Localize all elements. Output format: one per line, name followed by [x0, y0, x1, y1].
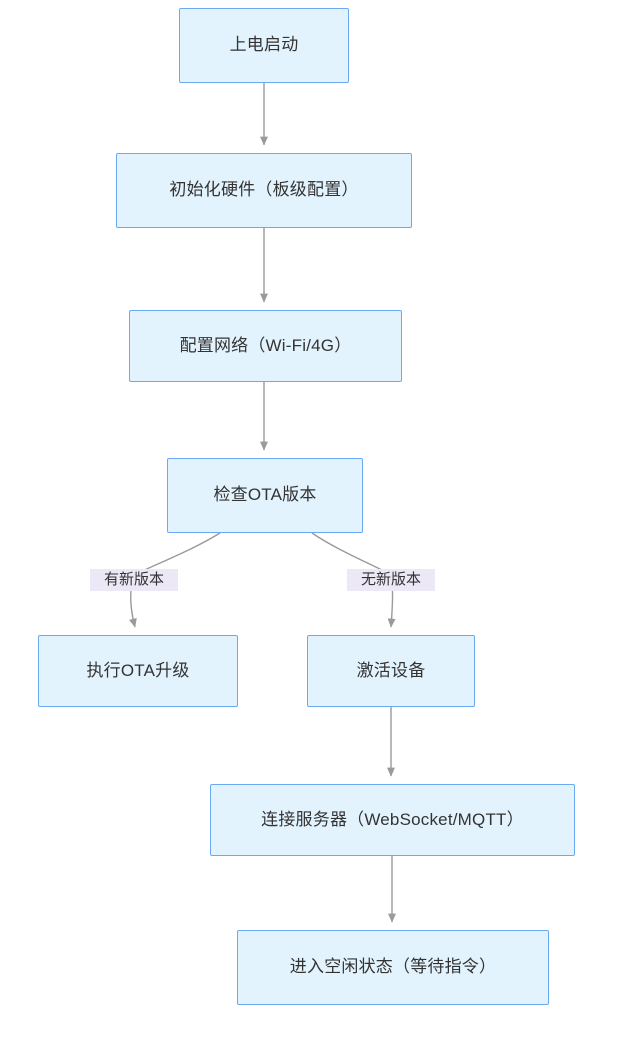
node-label-connect: 连接服务器（WebSocket/MQTT） [261, 809, 524, 829]
node-config-network[interactable]: 配置网络（Wi-Fi/4G） [129, 310, 402, 382]
node-label-do-ota: 执行OTA升级 [86, 660, 190, 680]
node-connect[interactable]: 连接服务器（WebSocket/MQTT） [210, 784, 575, 856]
node-activate[interactable]: 激活设备 [307, 635, 475, 707]
edge-label-has-new-version: 有新版本 [90, 569, 178, 591]
node-idle[interactable]: 进入空闲状态（等待指令） [237, 930, 549, 1005]
node-label-init-hardware: 初始化硬件（板级配置） [169, 180, 359, 200]
node-label-power-on: 上电启动 [229, 35, 299, 55]
node-label-activate: 激活设备 [356, 660, 426, 680]
node-label-config-network: 配置网络（Wi-Fi/4G） [179, 335, 352, 355]
node-power-on[interactable]: 上电启动 [179, 8, 349, 83]
node-label-idle: 进入空闲状态（等待指令） [289, 957, 497, 977]
node-check-ota[interactable]: 检查OTA版本 [167, 458, 363, 533]
node-label-check-ota: 检查OTA版本 [213, 485, 317, 505]
node-init-hardware[interactable]: 初始化硬件（板级配置） [116, 153, 412, 228]
node-do-ota[interactable]: 执行OTA升级 [38, 635, 238, 707]
edge-label-no-new-version: 无新版本 [347, 569, 435, 591]
